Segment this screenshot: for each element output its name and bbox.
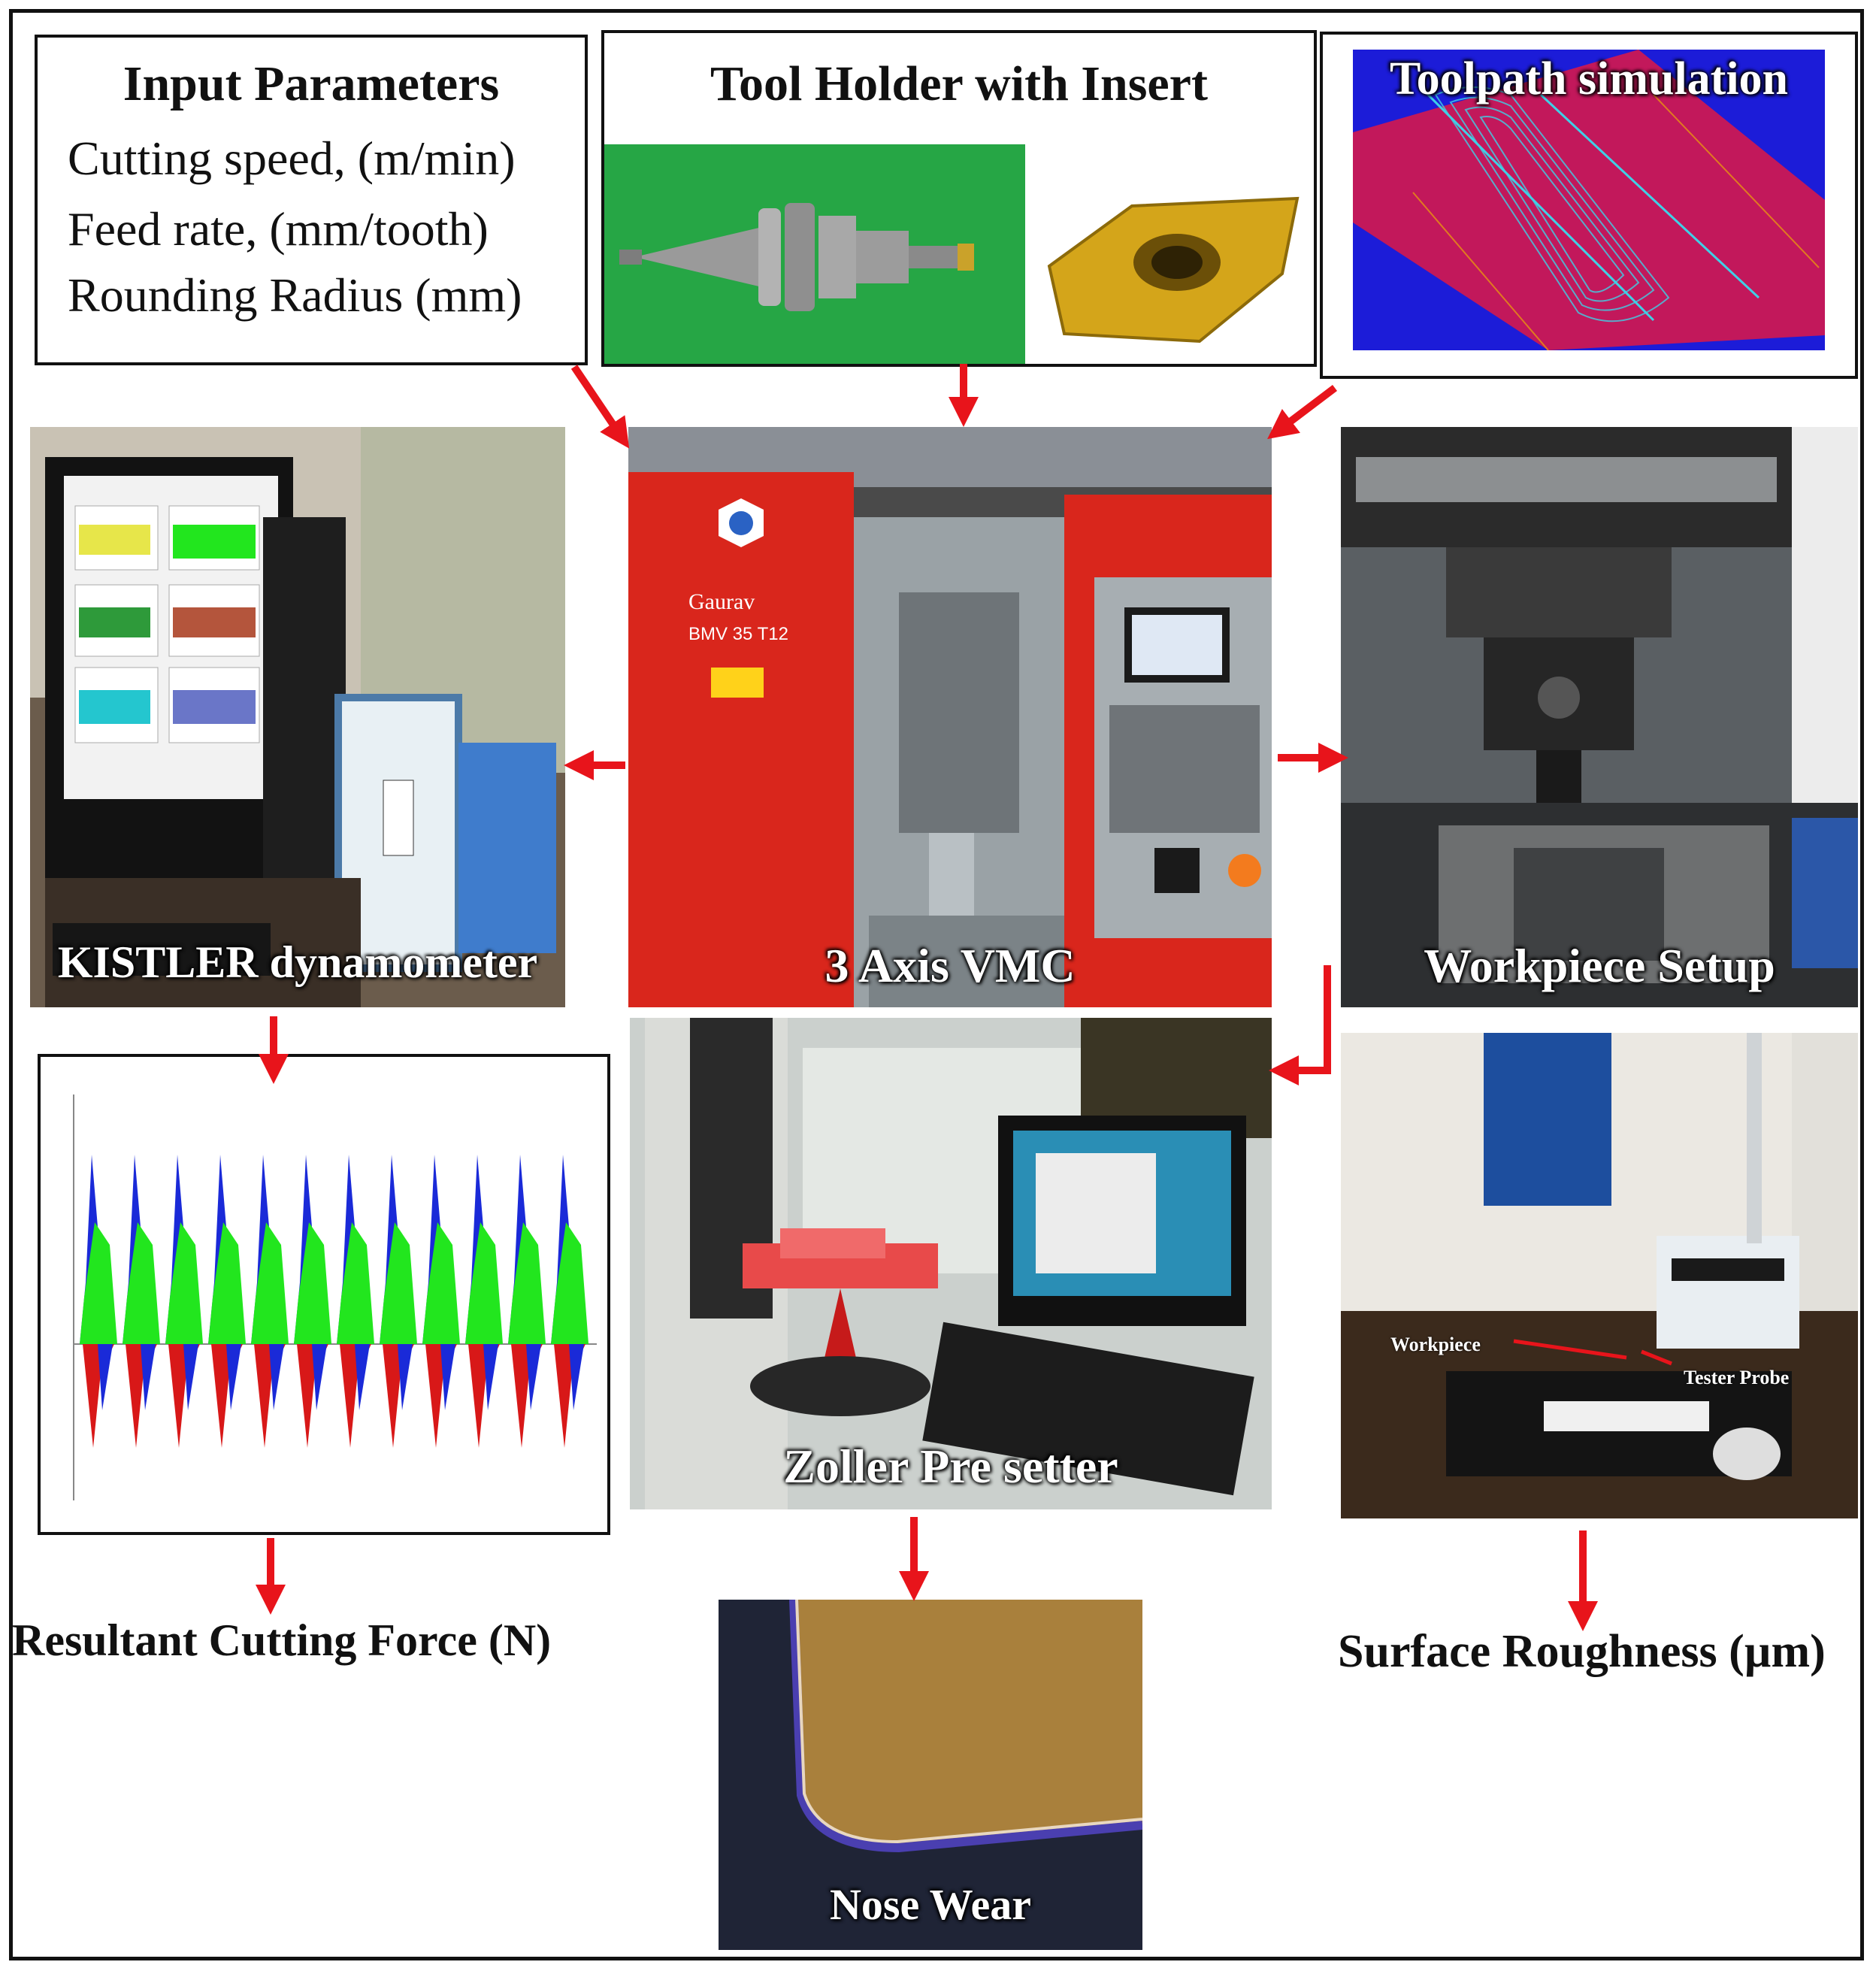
force-blue-trough bbox=[569, 1344, 584, 1410]
nose-wear-photo: Nose Wear bbox=[719, 1600, 1142, 1950]
kistler-label: KISTLER dynamometer bbox=[57, 937, 538, 987]
vmc-model: BMV 35 T12 bbox=[688, 624, 788, 644]
insert-photo bbox=[1034, 153, 1314, 356]
force-green-peak bbox=[465, 1222, 503, 1344]
zoller-presetter-photo: Zoller Pre setter bbox=[630, 1018, 1272, 1509]
toolpath-title: Toolpath simulation bbox=[1389, 53, 1789, 104]
force-red-peak bbox=[383, 1344, 414, 1448]
force-red-peak bbox=[211, 1344, 243, 1448]
force-red-peak bbox=[340, 1344, 371, 1448]
toolpath-box: Toolpath simulation bbox=[1320, 32, 1858, 379]
arrow-input-to-vmc bbox=[570, 365, 630, 449]
force-green-peak bbox=[80, 1222, 117, 1344]
force-green-peak bbox=[380, 1222, 417, 1344]
kistler-dynamometer-photo: KISTLER dynamometer bbox=[30, 427, 565, 1007]
zoller-label: Zoller Pre setter bbox=[783, 1440, 1118, 1493]
workpiece-callout: Workpiece bbox=[1390, 1334, 1481, 1355]
force-red-peak bbox=[297, 1344, 328, 1448]
tool-holder-photo bbox=[604, 144, 1025, 364]
param-feed-rate: Feed rate, (mm/tooth) bbox=[68, 202, 489, 256]
vmc-label: 3 Axis VMC bbox=[825, 939, 1076, 992]
force-blue-trough bbox=[355, 1344, 370, 1410]
force-red-peak bbox=[126, 1344, 157, 1448]
force-green-peak bbox=[123, 1222, 160, 1344]
force-red-peak bbox=[254, 1344, 286, 1448]
force-red-peak bbox=[554, 1344, 585, 1448]
vmc-photo: Gaurav BMV 35 T12 3 Axis VMC bbox=[628, 427, 1272, 1007]
figure-frame bbox=[9, 9, 1864, 1960]
force-red-peak bbox=[425, 1344, 457, 1448]
resultant-cutting-force-label: Resultant Cutting Force (N) bbox=[12, 1615, 552, 1665]
force-blue-trough bbox=[440, 1344, 455, 1410]
workpiece-setup-label: Workpiece Setup bbox=[1424, 939, 1775, 992]
tool-holder-box: Tool Holder with Insert bbox=[601, 30, 1317, 367]
force-red-peak bbox=[83, 1344, 114, 1448]
cutting-force-plot bbox=[73, 1094, 597, 1500]
roughness-tester-photo: Workpiece Tester Probe bbox=[1341, 1033, 1858, 1518]
workpiece-setup-photo: Workpiece Setup bbox=[1341, 427, 1858, 1007]
force-green-peak bbox=[251, 1222, 289, 1344]
nose-wear-label: Nose Wear bbox=[830, 1880, 1031, 1929]
tester-probe-callout: Tester Probe bbox=[1684, 1367, 1790, 1388]
force-red-peak bbox=[511, 1344, 543, 1448]
force-green-peak bbox=[208, 1222, 246, 1344]
param-cutting-speed: Cutting speed, (m/min) bbox=[68, 132, 516, 185]
param-rounding-radius: Rounding Radius (mm) bbox=[68, 268, 522, 322]
force-blue-trough bbox=[98, 1344, 113, 1410]
arrow-workpiece-to-zoller bbox=[1269, 965, 1331, 1085]
force-blue-trough bbox=[183, 1344, 198, 1410]
surface-roughness-label: Surface Roughness (µm) bbox=[1338, 1626, 1826, 1677]
force-green-peak bbox=[422, 1222, 460, 1344]
toolpath-simulation-image: Toolpath simulation bbox=[1353, 50, 1825, 350]
force-blue-trough bbox=[312, 1344, 327, 1410]
force-blue-trough bbox=[269, 1344, 284, 1410]
force-green-peak bbox=[551, 1222, 589, 1344]
force-blue-trough bbox=[398, 1344, 413, 1410]
vmc-brand: Gaurav bbox=[688, 589, 755, 614]
force-green-peak bbox=[165, 1222, 203, 1344]
tool-holder-title: Tool Holder with Insert bbox=[710, 56, 1208, 111]
force-blue-trough bbox=[141, 1344, 156, 1410]
force-blue-trough bbox=[526, 1344, 541, 1410]
force-blue-trough bbox=[226, 1344, 241, 1410]
input-parameters-box: Input Parameters Cutting speed, (m/min) … bbox=[35, 35, 588, 365]
force-red-peak bbox=[468, 1344, 500, 1448]
cutting-force-plot-box bbox=[38, 1054, 610, 1535]
force-red-peak bbox=[168, 1344, 200, 1448]
force-green-peak bbox=[337, 1222, 374, 1344]
input-parameters-title: Input Parameters bbox=[123, 56, 500, 111]
force-blue-trough bbox=[483, 1344, 498, 1410]
force-green-peak bbox=[508, 1222, 546, 1344]
force-green-peak bbox=[294, 1222, 331, 1344]
arrow-toolpath-to-vmc bbox=[1267, 385, 1338, 440]
